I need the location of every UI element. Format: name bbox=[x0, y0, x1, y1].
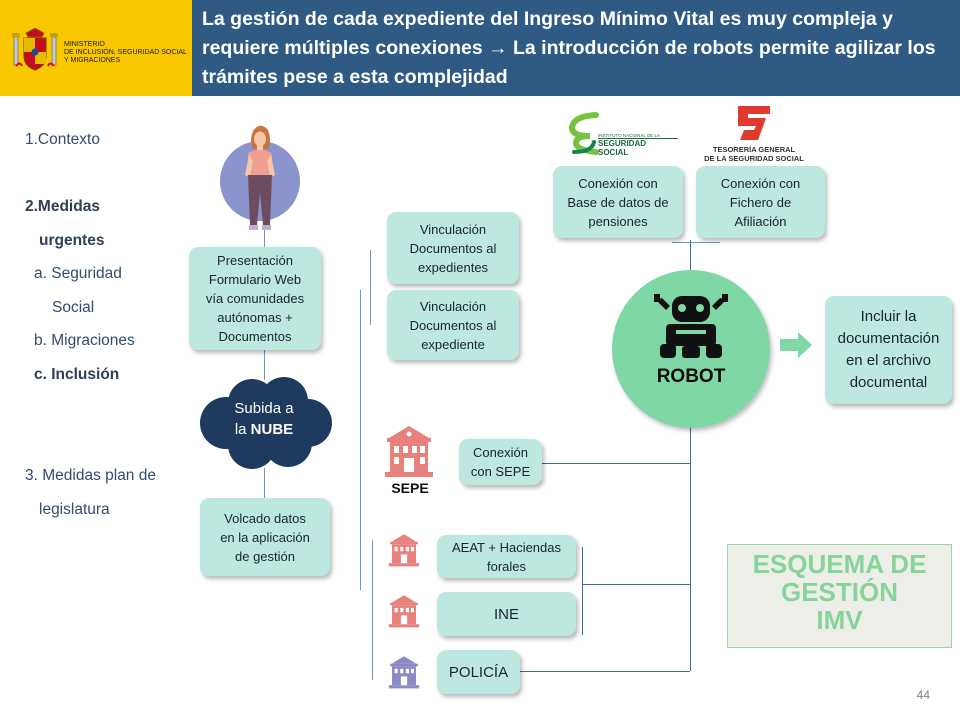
aeat-building-icon bbox=[388, 534, 420, 567]
connector-line bbox=[582, 547, 583, 635]
box-text-line: Conexión con bbox=[578, 175, 658, 191]
ministry-name: Ministerio de Inclusión, Seguridad Socia… bbox=[64, 41, 187, 64]
box-text-line: Conexión bbox=[473, 445, 528, 460]
cloud-text-bold: NUBE bbox=[250, 421, 294, 438]
esquema-gestion-title: ESQUEMA DE GESTIÓN IMV bbox=[727, 544, 952, 648]
connector-line bbox=[264, 350, 265, 380]
vinculacion-expedientes-box: Vinculación Documentos al expedientes bbox=[387, 212, 519, 284]
connector-line bbox=[360, 290, 361, 590]
box-text-line: INE bbox=[493, 605, 519, 623]
sepe-label: SEPE bbox=[391, 480, 429, 496]
box-text-line: forales bbox=[486, 558, 527, 574]
nav-item-contexto[interactable]: 1.Contexto bbox=[25, 131, 100, 148]
box-text-line: en el archivo bbox=[845, 352, 932, 369]
box-text-line: Presentación bbox=[217, 253, 293, 268]
policia-box: POLICÍA bbox=[437, 650, 520, 694]
box-text-line: Documentos al bbox=[409, 240, 497, 256]
esquema-line: GESTIÓN bbox=[780, 577, 898, 607]
box-text-line: expediente bbox=[421, 336, 485, 352]
page-number: 44 bbox=[916, 688, 930, 702]
box-text-line: pensiones bbox=[588, 213, 648, 229]
box-text-line: documental bbox=[849, 374, 928, 391]
citizen-woman-icon bbox=[220, 125, 300, 230]
connector-line bbox=[690, 428, 691, 671]
esquema-line: IMV bbox=[816, 605, 863, 635]
connector-line bbox=[690, 240, 691, 272]
arrow-right-icon bbox=[780, 332, 812, 358]
ine-building-icon bbox=[388, 595, 420, 628]
seguridad-social-logo-icon bbox=[568, 112, 599, 155]
presentacion-formulario-box: Presentación Formulario Web vía comunida… bbox=[189, 247, 321, 350]
page-title: La gestión de cada expediente del Ingres… bbox=[202, 8, 936, 88]
box-text-line: Formulario Web bbox=[208, 272, 302, 287]
vinculacion-expediente-box: Vinculación Documentos al expediente bbox=[387, 290, 519, 360]
box-text-line: AEAT + Haciendas bbox=[452, 539, 561, 555]
cloud-icon bbox=[200, 377, 332, 469]
conexion-pensiones-box: Conexión con Base de datos de pensiones bbox=[553, 166, 683, 238]
nav-subitem-migraciones[interactable]: b. Migraciones bbox=[34, 332, 135, 349]
box-text-line: Conexión con bbox=[720, 175, 801, 191]
connector-line bbox=[370, 250, 371, 325]
coat-of-arms-logo bbox=[12, 28, 58, 71]
nav-item-plan-legislatura[interactable]: 3. Medidas plan de bbox=[25, 467, 156, 484]
connector-line bbox=[542, 463, 690, 464]
robot-icon bbox=[654, 294, 728, 358]
nav-subitem-inclusion[interactable]: c. Inclusión bbox=[34, 366, 120, 383]
box-text-line: Fichero de bbox=[729, 194, 792, 210]
nav-item-medidas-urgentes-line2: urgentes bbox=[39, 232, 105, 249]
nav-subitem-seguridad-social[interactable]: a. Seguridad bbox=[34, 265, 122, 282]
box-text-line: en la aplicación bbox=[220, 529, 310, 545]
box-text-line: Incluir la bbox=[860, 308, 917, 325]
incluir-documentacion-box: Incluir la documentación en el archivo d… bbox=[825, 296, 952, 404]
connector-line bbox=[264, 468, 265, 498]
seguridad-social-small-text: INSTITUTO NACIONAL DE LA bbox=[598, 133, 661, 138]
box-text-line: con SEPE bbox=[470, 464, 531, 479]
volcado-datos-box: Volcado datos en la aplicación de gestió… bbox=[200, 498, 330, 576]
box-text-line: vía comunidades bbox=[205, 291, 305, 306]
esquema-line: ESQUEMA DE bbox=[752, 549, 927, 579]
robot-label: ROBOT bbox=[656, 366, 726, 387]
connector-line bbox=[582, 584, 690, 585]
nav-item-plan-legislatura-line2: legislatura bbox=[39, 501, 110, 518]
box-text-line: de gestión bbox=[235, 548, 295, 564]
policia-building-icon bbox=[388, 656, 420, 689]
seguridad-social-logo-text: SEGURIDAD SOCIAL bbox=[598, 138, 678, 157]
box-text-line: Vinculación bbox=[419, 298, 487, 314]
box-text-line: Documentos al bbox=[409, 317, 497, 333]
box-text-line: autónomas + bbox=[217, 310, 293, 325]
sepe-building-icon bbox=[385, 426, 433, 477]
box-text-line: POLICÍA bbox=[448, 663, 509, 681]
connector-line bbox=[372, 540, 373, 680]
subida-nube-label: Subida a la NUBE bbox=[205, 398, 323, 440]
connector-line bbox=[672, 242, 720, 243]
box-text-line: Base de datos de bbox=[567, 194, 669, 210]
nav-item-medidas-urgentes[interactable]: 2.Medidas bbox=[25, 198, 100, 215]
tgss-text-line: TESORERÍA GENERAL bbox=[712, 145, 796, 154]
conexion-sepe-box: Conexión con SEPE bbox=[459, 439, 542, 485]
tgss-text-line: DE LA SEGURIDAD SOCIAL bbox=[704, 154, 804, 163]
aeat-haciendas-box: AEAT + Haciendas forales bbox=[437, 535, 576, 578]
box-text-line: Afiliación bbox=[734, 213, 787, 229]
header-title-bar bbox=[192, 0, 960, 96]
cloud-text-line: la bbox=[234, 421, 251, 438]
conexion-afiliacion-box: Conexión con Fichero de Afiliación bbox=[696, 166, 825, 238]
cloud-text-line: Subida a bbox=[234, 400, 294, 417]
box-text-line: Volcado datos bbox=[224, 510, 306, 526]
box-text-line: Documentos bbox=[218, 329, 292, 344]
tgss-logo-text: TESORERÍA GENERAL DE LA SEGURIDAD SOCIAL bbox=[698, 145, 810, 163]
box-text-line: documentación bbox=[837, 330, 940, 347]
box-text-line: expedientes bbox=[417, 259, 489, 275]
ine-box: INE bbox=[437, 592, 576, 636]
tgss-logo-icon bbox=[738, 106, 770, 140]
connector-line bbox=[520, 671, 690, 672]
nav-subitem-seguridad-social-line2: Social bbox=[52, 299, 95, 316]
box-text-line: Vinculación bbox=[419, 221, 487, 237]
